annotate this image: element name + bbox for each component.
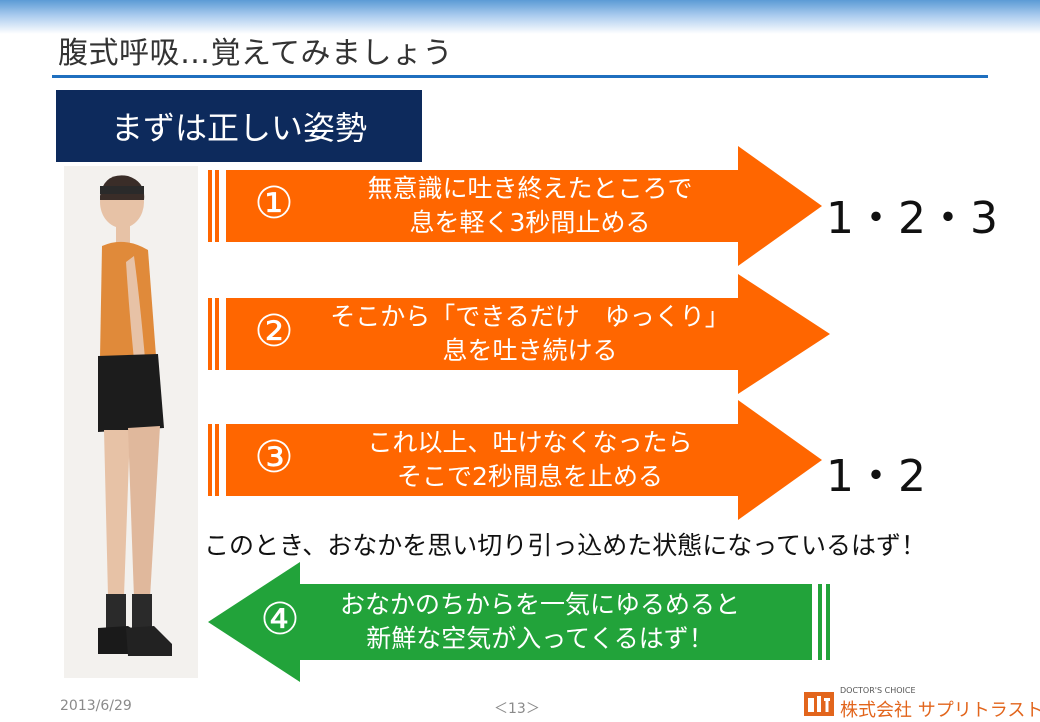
- step-2-line-1: そこから「できるだけ ゆっくり」: [330, 302, 730, 331]
- header-gradient-bar: [0, 0, 1040, 34]
- step-4-line-1: おなかのちからを一気にゆるめると: [339, 590, 740, 619]
- step-2-line-2: 息を吐き続ける: [442, 336, 618, 365]
- step-1-number: ①: [254, 178, 294, 229]
- footer-page-number: ＜13＞: [494, 701, 540, 717]
- step-2-number: ②: [254, 306, 294, 357]
- note-text: このとき、おなかを思い切り引っ込めた状態になっているはず！: [204, 531, 927, 560]
- slide-title: 腹式呼吸…覚えてみましょう: [58, 36, 453, 71]
- step-4-arrow: [208, 562, 830, 682]
- step-4-text: おなかのちからを一気にゆるめると 新鮮な空気が入ってくるはず！: [310, 588, 770, 656]
- step-1-text: 無意識に吐き終えたところで 息を軽く3秒間止める: [300, 172, 760, 240]
- step-3-text: これ以上、吐けなくなったら そこで2秒間息を止める: [300, 426, 760, 494]
- step-2-text: そこから「できるだけ ゆっくり」 息を吐き続ける: [300, 300, 760, 368]
- footer-date: 2013/6/29: [60, 698, 132, 714]
- person-standing-icon: [64, 166, 198, 678]
- step-3-arrow: [208, 400, 822, 520]
- step-4-number: ④: [260, 594, 300, 645]
- title-underline: [52, 75, 988, 78]
- logo-tagline: DOCTOR'S CHOICE: [840, 686, 916, 695]
- step-3-count: 1・2: [826, 451, 926, 502]
- company-name: 株式会社 サプリトラスト: [840, 700, 1040, 721]
- step-3-number: ③: [254, 432, 294, 483]
- step-3-line-2: そこで2秒間息を止める: [397, 462, 663, 491]
- step-1-line-1: 無意識に吐き終えたところで: [367, 174, 693, 203]
- step-1-arrow: [208, 146, 822, 266]
- step-2-arrow: [208, 274, 830, 394]
- step-3-line-1: これ以上、吐けなくなったら: [367, 428, 693, 457]
- sit-logo-icon: [804, 692, 834, 716]
- step-1-count: 1・2・3: [826, 193, 998, 244]
- step-1-line-2: 息を軽く3秒間止める: [409, 208, 651, 237]
- step-4-line-2: 新鮮な空気が入ってくるはず！: [366, 624, 714, 653]
- subtitle-text: まずは正しい姿勢: [110, 109, 367, 147]
- subtitle-box: まずは正しい姿勢: [56, 90, 422, 162]
